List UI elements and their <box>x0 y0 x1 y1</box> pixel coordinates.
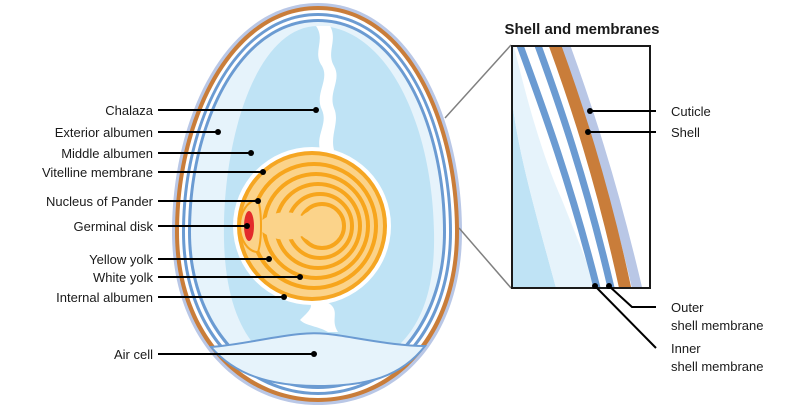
label-internal-albumen: Internal albumen <box>56 290 153 305</box>
label-inner-membrane-1: Inner <box>671 341 701 356</box>
inset-title: Shell and membranes <box>504 21 659 38</box>
white-yolk-latebra <box>256 209 340 243</box>
right-labels: Cuticle Shell Outer shell membrane Inner… <box>585 104 764 374</box>
inset-outer-membrane <box>534 46 615 288</box>
egg-chalaza-upper <box>316 26 337 150</box>
inset-inner-membrane <box>516 46 601 288</box>
label-exterior-albumen: Exterior albumen <box>55 125 153 140</box>
egg-chalaza-lower <box>300 300 338 332</box>
label-middle-albumen: Middle albumen <box>61 146 153 161</box>
left-labels: Chalaza Exterior albumen Middle albumen … <box>42 103 319 362</box>
label-inner-membrane-2: shell membrane <box>671 359 764 374</box>
label-shell: Shell <box>671 125 700 140</box>
label-chalaza: Chalaza <box>105 103 153 118</box>
label-white-yolk: White yolk <box>93 270 153 285</box>
callout-line-bottom <box>458 227 512 289</box>
label-cuticle: Cuticle <box>671 104 711 119</box>
label-vitelline-membrane: Vitelline membrane <box>42 165 153 180</box>
label-germinal-disk: Germinal disk <box>74 219 154 234</box>
label-yellow-yolk: Yellow yolk <box>89 252 153 267</box>
inset-cuticle <box>559 46 643 288</box>
label-air-cell: Air cell <box>114 347 153 362</box>
egg-air-cell <box>208 332 428 388</box>
callout-line-top <box>444 44 512 119</box>
inset-frame <box>511 45 651 289</box>
shell-membranes-inset <box>511 45 651 289</box>
egg-cross-section <box>172 3 462 405</box>
label-outer-membrane-2: shell membrane <box>671 318 764 333</box>
inset-shell <box>548 46 632 288</box>
label-outer-membrane-1: Outer <box>671 300 704 315</box>
label-nucleus-of-pander: Nucleus of Pander <box>46 194 154 209</box>
